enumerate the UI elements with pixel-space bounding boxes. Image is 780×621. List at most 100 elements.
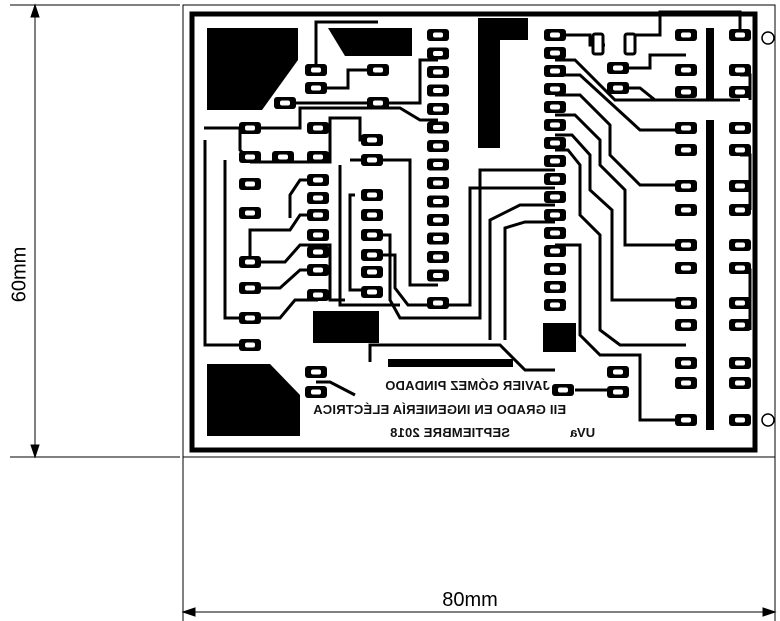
pad-hole xyxy=(367,137,377,143)
silkscreen-line-4: UVa xyxy=(570,425,596,440)
pad-hole xyxy=(550,32,560,38)
pad-hole xyxy=(735,183,745,189)
pad-hole xyxy=(550,284,560,290)
pad-hole xyxy=(735,380,745,386)
copper-traces xyxy=(203,10,752,422)
pad-hole xyxy=(550,176,560,182)
pad-hole xyxy=(613,65,623,71)
pad-hole xyxy=(433,51,443,56)
pad-hole xyxy=(433,180,443,186)
width-dimension-label: 80mm xyxy=(442,589,498,611)
pad-hole xyxy=(373,67,383,73)
pad-hole xyxy=(313,154,323,160)
pad-hole xyxy=(367,192,377,198)
pad-hole xyxy=(433,88,443,93)
height-dimension-label: 60mm xyxy=(4,247,44,303)
pad-hole xyxy=(311,67,321,73)
pad-hole xyxy=(311,369,321,375)
jumpers xyxy=(591,32,637,56)
pad-hole xyxy=(735,300,745,306)
pad-hole xyxy=(313,232,323,238)
pad-hole xyxy=(550,230,560,236)
pad-hole xyxy=(313,212,323,218)
pad-hole xyxy=(681,183,691,189)
pad-hole xyxy=(681,125,691,131)
pad-hole xyxy=(735,89,745,95)
pad-hole xyxy=(735,322,745,328)
pad-hole xyxy=(550,104,560,110)
pad-hole xyxy=(433,162,443,167)
pad-hole xyxy=(433,106,443,112)
height-dimension-text: 60mm xyxy=(8,246,31,303)
pad-hole xyxy=(245,315,255,321)
pad-hole xyxy=(433,199,443,204)
pad-hole xyxy=(735,67,745,73)
pad-hole xyxy=(311,389,321,395)
pad-hole xyxy=(550,266,560,272)
silkscreen-line-3: SEPTIEMBRE 2018 xyxy=(390,425,511,440)
pad-hole xyxy=(550,122,560,128)
pad-hole xyxy=(367,157,377,163)
pad-hole xyxy=(433,236,443,241)
pad-hole xyxy=(313,292,323,298)
pad-hole xyxy=(245,154,255,160)
pad-hole xyxy=(550,140,560,146)
pad-hole xyxy=(433,143,443,149)
pad-hole xyxy=(735,417,745,423)
pad-hole xyxy=(367,252,377,258)
pad-hole xyxy=(550,302,560,308)
pad-hole xyxy=(245,210,255,216)
pad-hole xyxy=(558,387,568,393)
pad-hole xyxy=(550,248,560,254)
pad-hole xyxy=(433,273,443,278)
pad-hole xyxy=(681,417,691,423)
pad-hole xyxy=(550,86,560,92)
pad-hole xyxy=(735,265,745,271)
silkscreen-line-2: EII GRADO EN INGENIERÍA ELÉCTRICA xyxy=(313,402,567,417)
pad-hole xyxy=(681,147,691,153)
pad-hole xyxy=(550,68,560,74)
pad-hole xyxy=(433,300,443,306)
pad-hole xyxy=(550,158,560,164)
pad-hole xyxy=(681,89,691,95)
pad-hole xyxy=(313,267,323,273)
pad-hole xyxy=(433,217,443,223)
pad-hole xyxy=(735,125,745,131)
pad-hole xyxy=(313,195,323,201)
pad-hole xyxy=(681,265,691,271)
pads xyxy=(239,29,751,426)
ground-border xyxy=(189,11,758,453)
pad-hole xyxy=(681,67,691,73)
pad-hole xyxy=(245,342,255,348)
pad-hole xyxy=(681,32,691,38)
pad-hole xyxy=(735,147,745,153)
dimension-lines xyxy=(10,3,777,621)
pad-hole xyxy=(367,289,377,295)
pad-hole xyxy=(735,32,745,38)
pad-hole xyxy=(681,242,691,248)
pad-hole xyxy=(735,207,745,213)
pad-hole xyxy=(681,300,691,306)
pad-hole xyxy=(735,360,745,366)
pad-hole xyxy=(681,380,691,386)
pad-hole xyxy=(245,285,255,291)
pad-hole xyxy=(367,212,377,218)
pad-hole xyxy=(681,360,691,366)
pad-hole xyxy=(245,125,255,131)
pad-hole xyxy=(613,85,623,91)
pad-hole xyxy=(313,125,323,131)
pad-hole xyxy=(367,269,377,275)
copper-pours xyxy=(207,18,714,436)
pad-hole xyxy=(681,322,691,328)
pad-hole xyxy=(681,207,691,213)
pad-hole xyxy=(550,50,560,56)
pad-hole xyxy=(613,369,623,375)
pad-hole xyxy=(245,259,255,265)
pad-hole xyxy=(367,232,377,238)
pad-hole xyxy=(433,69,443,75)
silkscreen-line-1: JAVIER GÓMEZ PINDADO xyxy=(385,378,550,393)
pad-hole xyxy=(550,212,560,218)
pad-hole xyxy=(433,32,443,38)
pad-hole xyxy=(280,100,290,106)
